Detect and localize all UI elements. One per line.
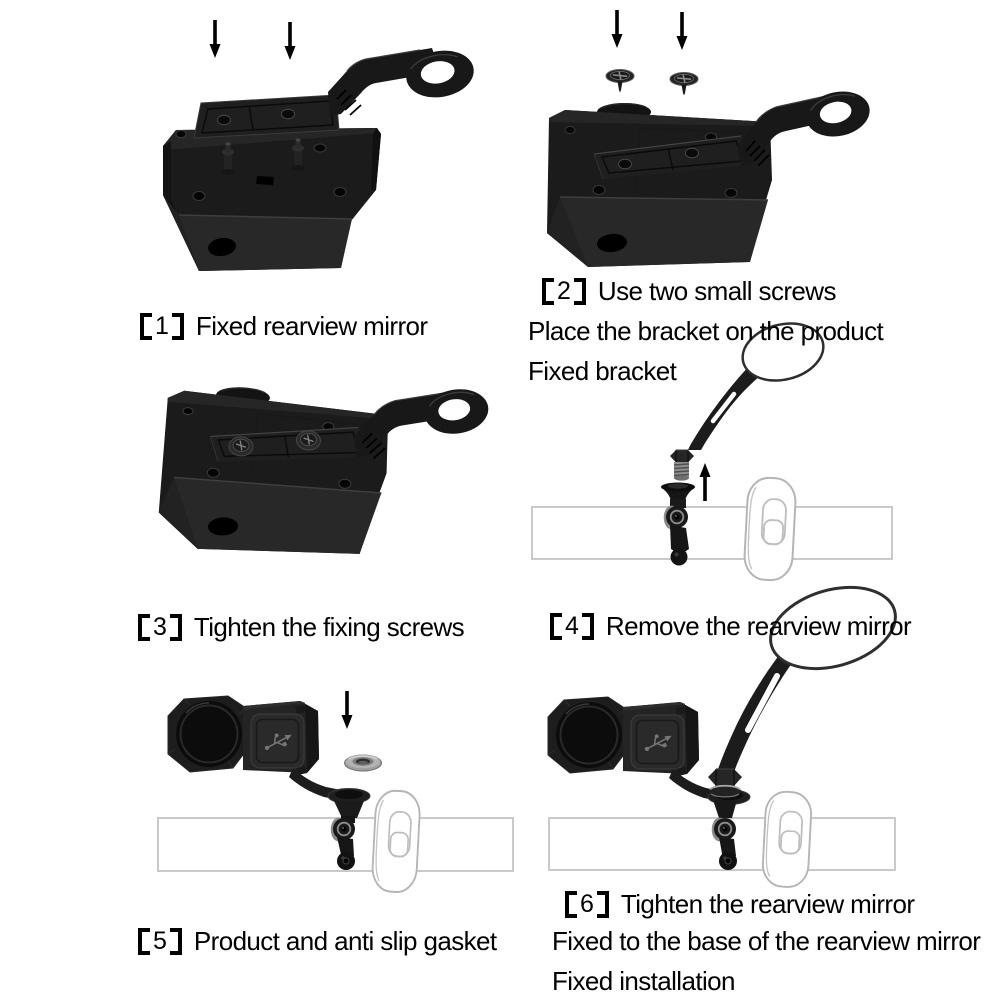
right-lenticular-bracket-icon xyxy=(596,890,609,918)
step1-number: 1 xyxy=(155,312,169,340)
step6-line3: Fixed installation xyxy=(552,966,735,996)
right-lenticular-bracket-icon xyxy=(573,277,586,305)
small-screw xyxy=(669,71,699,97)
left-lenticular-bracket-icon xyxy=(138,613,150,641)
product-device xyxy=(167,695,371,805)
down-arrow-icon xyxy=(341,691,353,729)
step3-illustration xyxy=(155,364,495,568)
step1-marker: 1 xyxy=(140,311,184,341)
bracket-device xyxy=(546,84,875,268)
step4-marker: 4 xyxy=(550,611,594,641)
right-lenticular-bracket-icon xyxy=(581,612,594,640)
handlebar-collar xyxy=(742,475,798,583)
step2-illustration xyxy=(546,10,875,268)
step5-title: Product and anti slip gasket xyxy=(193,926,497,956)
handlebar xyxy=(531,506,893,560)
step3-number: 3 xyxy=(153,613,167,641)
step3-marker: 3 xyxy=(138,612,182,642)
down-arrow-icon xyxy=(209,20,221,58)
left-lenticular-bracket-icon xyxy=(550,612,562,640)
step1-caption: 1 Fixed rearview mirror xyxy=(140,309,428,343)
bracket-device xyxy=(163,48,474,271)
step5-illustration xyxy=(157,691,514,894)
down-arrow-icon xyxy=(611,10,623,48)
step2-number: 2 xyxy=(557,277,571,305)
handlebar-collar xyxy=(760,789,814,889)
step6-illustration xyxy=(547,585,897,889)
up-arrow-icon xyxy=(699,463,711,501)
step5-number: 5 xyxy=(153,927,167,955)
step2-caption: 2 Use two small screws xyxy=(542,274,836,308)
step6-line2: Fixed to the base of the rearview mirror xyxy=(552,926,981,956)
step5-marker: 5 xyxy=(138,926,182,956)
down-arrow-icon xyxy=(676,12,688,50)
step1-illustration xyxy=(163,20,474,271)
mounting-stud xyxy=(292,138,304,171)
mirror-head xyxy=(769,585,897,671)
step6-marker: 6 xyxy=(565,889,609,919)
step6-title: Tighten the rearview mirror xyxy=(620,889,915,919)
mount-stem xyxy=(329,801,364,870)
step4-number: 4 xyxy=(565,612,579,640)
step2-line2: Place the bracket on the product xyxy=(528,316,884,346)
right-lenticular-bracket-icon xyxy=(171,312,184,340)
mirror-mount-ring xyxy=(406,50,474,98)
step6-caption: 6 Tighten the rearview mirror xyxy=(565,887,915,921)
left-lenticular-bracket-icon xyxy=(138,927,150,955)
left-lenticular-bracket-icon xyxy=(140,312,152,340)
handlebar-collar xyxy=(370,788,422,894)
step1-title: Fixed rearview mirror xyxy=(195,311,428,341)
step2-line3: Fixed bracket xyxy=(528,356,677,386)
step5-caption: 5 Product and anti slip gasket xyxy=(138,924,497,958)
bracket-device xyxy=(155,364,495,568)
down-arrow-icon xyxy=(284,22,296,60)
mirror-base xyxy=(661,482,695,566)
rearview-mirror xyxy=(670,322,825,481)
step6-number: 6 xyxy=(580,890,594,918)
step4-illustration xyxy=(531,322,893,583)
step2-marker: 2 xyxy=(542,276,586,306)
right-lenticular-bracket-icon xyxy=(169,613,182,641)
left-lenticular-bracket-icon xyxy=(565,890,577,918)
step3-title: Tighten the fixing screws xyxy=(193,612,465,642)
step4-caption: 4 Remove the rearview mirror xyxy=(550,609,912,643)
right-lenticular-bracket-icon xyxy=(169,927,182,955)
installed-screws xyxy=(228,430,321,457)
mount-stem xyxy=(708,768,742,870)
step2-title: Use two small screws xyxy=(597,276,837,306)
step4-title: Remove the rearview mirror xyxy=(605,611,912,641)
rearview-mirror xyxy=(716,585,897,775)
step3-caption: 3 Tighten the fixing screws xyxy=(138,610,465,644)
left-lenticular-bracket-icon xyxy=(542,277,554,305)
small-screw xyxy=(605,68,635,94)
anti-slip-gasket xyxy=(344,754,382,772)
mounting-stud xyxy=(222,142,234,175)
